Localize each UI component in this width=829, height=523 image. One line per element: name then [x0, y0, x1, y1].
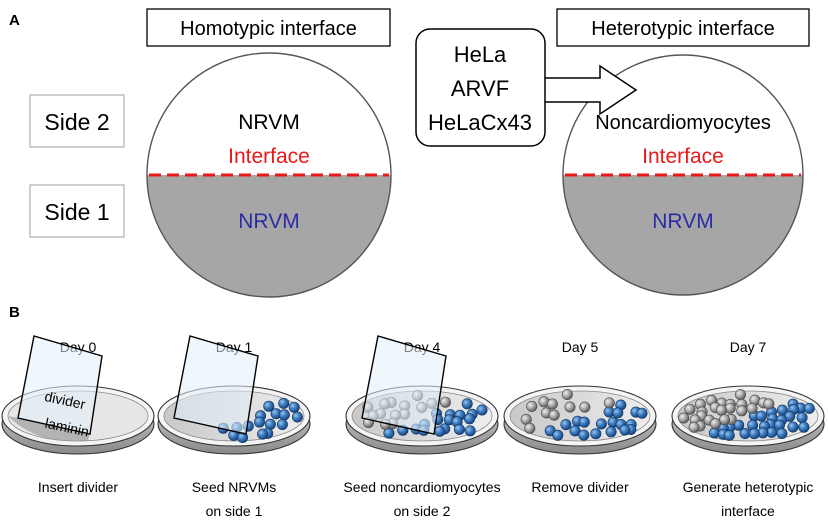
protocol-step: Day 5 Remove divider [531, 339, 629, 495]
cell-type-helacx43: HeLaCx43 [428, 110, 532, 135]
day-label: Day 5 [562, 339, 599, 355]
noncardiomyocyte-cell [678, 412, 690, 424]
cardiomyocyte-cell [461, 398, 473, 410]
left-top-cell: NRVM [238, 111, 299, 134]
noncardiomyocyte-cell [709, 418, 721, 430]
cardiomyocyte-cell [578, 416, 590, 428]
heterotypic-circle [562, 54, 804, 296]
cardiomyocyte-cell [803, 402, 815, 414]
cardiomyocyte-cell [796, 412, 808, 424]
step-caption: interface [721, 503, 775, 519]
cardiomyocyte-cell [590, 428, 602, 440]
divider-plate [361, 335, 447, 435]
noncardiomyocyte-cell [579, 401, 591, 413]
cardiomyocyte-cell [578, 429, 590, 441]
cardiomyocyte-cell [798, 421, 810, 433]
homotypic-title: Homotypic interface [180, 18, 357, 40]
cardiomyocyte-cell [463, 413, 475, 425]
step-caption: on side 2 [394, 503, 451, 519]
day-label: Day 7 [730, 339, 767, 355]
right-top-cell: Noncardiomyocytes [595, 112, 771, 134]
cardiomyocyte-cell [254, 416, 266, 428]
homotypic-title-box [146, 8, 391, 47]
noncardiomyocyte-cell [719, 414, 731, 426]
cardiomyocyte-cell [278, 397, 290, 409]
cardiomyocyte-cell [595, 418, 607, 430]
right-interface-label: Interface [642, 145, 724, 168]
cell-type-arvf: ARVF [451, 76, 509, 101]
cardiomyocyte-cell [288, 401, 300, 413]
left-bottom-cell: NRVM [238, 210, 299, 233]
cardiomyocyte-cell [776, 427, 788, 439]
cardiomyocyte-cell [257, 428, 269, 440]
divider-plate [17, 335, 103, 435]
cardiomyocyte-cell [605, 426, 617, 438]
cardiomyocyte-cell [787, 421, 799, 433]
side2-box [29, 94, 125, 148]
step-caption: Seed noncardiomyocytes [343, 479, 500, 495]
cardiomyocyte-cell [263, 400, 275, 412]
step-caption: Remove divider [531, 479, 629, 495]
side1-box [29, 184, 125, 238]
cardiomyocyte-cell [552, 429, 564, 441]
homotypic-circle [146, 52, 392, 298]
cardiomyocyte-cell [612, 407, 624, 419]
noncardiomyocyte-cell [734, 389, 746, 401]
noncardiomyocyte-cell [526, 400, 538, 412]
cardiomyocyte-cell [619, 424, 631, 436]
noncardiomyocyte-cell [439, 396, 451, 408]
heterotypic-title: Heterotypic interface [591, 18, 774, 40]
left-interface-label: Interface [228, 145, 310, 168]
cardiomyocyte-cell [276, 418, 288, 430]
noncardiomyocyte-cell [603, 397, 615, 409]
cardiomyocyte-cell [739, 427, 751, 439]
noncardiomyocyte-cell [688, 421, 700, 433]
noncardiomyocyte-cell [546, 398, 558, 410]
noncardiomyocyte-cell [548, 409, 560, 421]
cardiomyocyte-cell [569, 425, 581, 437]
divider-plate [173, 335, 259, 435]
cardiomyocyte-cell [434, 425, 446, 437]
cardiomyocyte-cell [723, 429, 735, 441]
cardiomyocyte-cell [476, 404, 488, 416]
protocol-step: Day 7 Generate heterotypic interface [683, 339, 814, 519]
cardiomyocyte-cell [636, 407, 648, 419]
step-caption: Seed NRVMs [192, 479, 277, 495]
step-caption: on side 1 [206, 503, 263, 519]
laminin-coating [8, 416, 90, 441]
side1-label: Side 1 [44, 199, 109, 225]
heterotypic-title-box [556, 8, 810, 47]
cardiomyocyte-cell [278, 409, 290, 421]
noncardiomyocyte-cell [736, 405, 748, 417]
cardiomyocyte-cell [453, 423, 465, 435]
noncardiomyocyte-cell [564, 401, 576, 413]
cardiomyocyte-cell [755, 410, 767, 422]
noncardiomyocyte-cell [561, 388, 573, 400]
cardiomyocyte-cell [748, 428, 760, 440]
noncardiomyocyte-cell [715, 404, 727, 416]
step-caption: Generate heterotypic [683, 479, 814, 495]
cardiomyocyte-cell [560, 419, 572, 431]
panel-label-b: B [9, 304, 20, 321]
cardiomyocyte-cell [291, 411, 303, 423]
noncardiomyocyte-cell [746, 402, 758, 414]
side2-label: Side 2 [44, 109, 109, 135]
noncardiomyocyte-cell [684, 403, 696, 415]
cell-type-hela: HeLa [454, 42, 507, 67]
panel-label-a: A [9, 12, 20, 29]
noncardiomyocyte-cell [763, 398, 775, 410]
noncardiomyocyte-cell [524, 422, 536, 434]
cardiomyocyte-cell [264, 418, 276, 430]
step-caption: Insert divider [38, 479, 118, 495]
right-bottom-cell: NRVM [652, 210, 713, 233]
cell-types-box [415, 28, 546, 147]
cardiomyocyte-cell [464, 425, 476, 437]
